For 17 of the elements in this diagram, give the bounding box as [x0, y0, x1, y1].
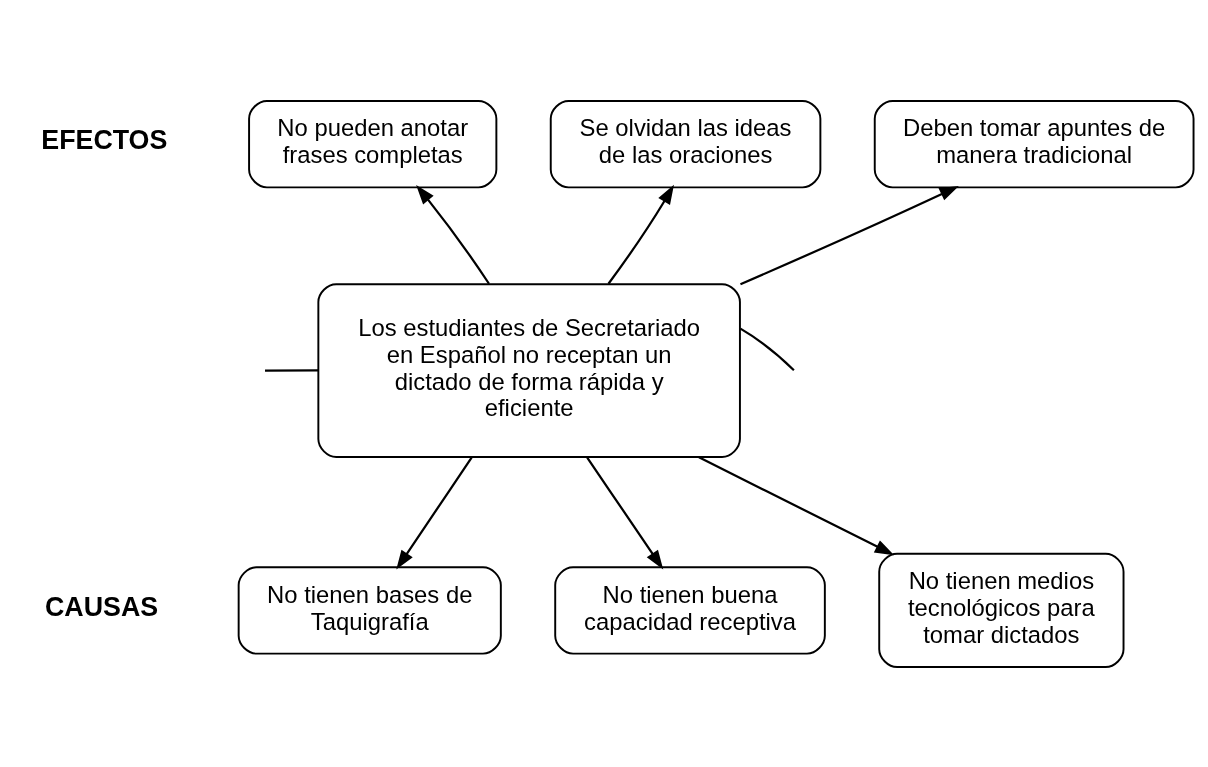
- node-box: No tienen bases de Taquigrafía: [237, 565, 502, 655]
- node-box: No pueden anotar frases completas: [248, 99, 498, 188]
- node-box: No tienen medios tecnológicos para tomar dictados: [878, 552, 1125, 668]
- node-box: Los estudiantes de Secretariado en Español no receptan un dictado de forma rápida y eficiente: [317, 282, 741, 458]
- connector: [739, 327, 795, 371]
- node-box: No tienen buena capacidad receptiva: [554, 565, 826, 655]
- arrow: [586, 456, 664, 570]
- arrow: [416, 184, 490, 284]
- arrow: [740, 185, 959, 285]
- node-box: Se olvidan las ideas de las oraciones: [549, 99, 822, 188]
- arrow: [698, 455, 895, 555]
- connector: [265, 368, 319, 372]
- node-box: Deben tomar apuntes de manera tradicional: [873, 99, 1195, 188]
- arrow: [607, 184, 674, 284]
- label: EFECTOS: [41, 124, 168, 155]
- label: CAUSAS: [44, 591, 159, 621]
- arrow: [396, 456, 473, 570]
